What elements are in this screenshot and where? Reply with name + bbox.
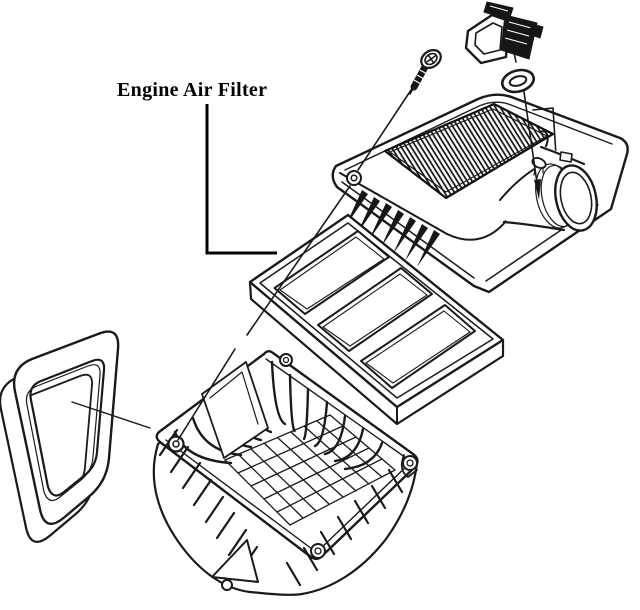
housing-inlet-pocket [201, 361, 269, 459]
filter-windows [273, 230, 476, 389]
screw-axis-line [177, 83, 416, 441]
mounting-screw [409, 48, 442, 95]
housing-bracket [211, 539, 259, 583]
sensor-connector [464, 1, 544, 65]
intake-duct-seal [0, 330, 120, 543]
sensor-port [531, 157, 547, 169]
cover-grille [383, 102, 555, 200]
cover-screw-boss [346, 170, 362, 186]
air-cleaner-lower-housing [152, 350, 419, 596]
diagram-label: Engine Air Filter [117, 79, 268, 101]
duct-pointer-line [71, 401, 151, 429]
housing-screw-boss [167, 435, 185, 453]
o-ring-seal [501, 68, 535, 94]
housing-floor-grid [224, 414, 396, 526]
air-cleaner-cover [331, 93, 629, 294]
outlet-duct [502, 145, 598, 232]
label-leader-line [205, 104, 277, 255]
